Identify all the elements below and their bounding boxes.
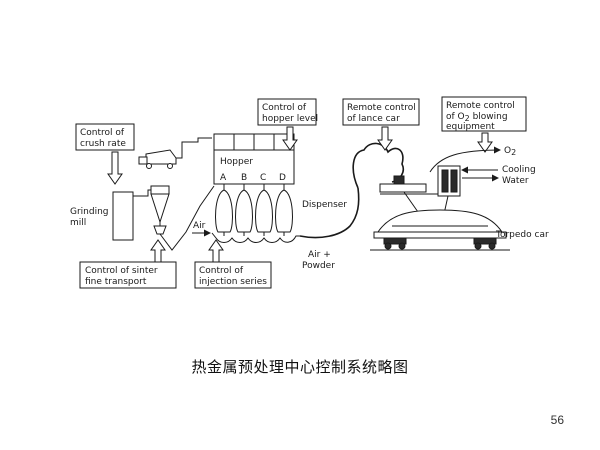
- hot-metal-pretreatment-control-diagram: Control of crush rate Grinding mill: [70, 96, 549, 289]
- remote-lance-arrow: [377, 126, 393, 151]
- remote-lance-line2: of lance car: [347, 114, 400, 124]
- o2-blowing-tower: [437, 165, 461, 197]
- transport-truck-icon: [138, 149, 177, 169]
- grinding-mill-body: [112, 191, 134, 241]
- torpedo-car: [370, 209, 510, 251]
- sinter-control-arrow: [150, 239, 166, 265]
- hopper-section-b: B: [241, 173, 247, 183]
- grinding-mill-label-line2: mill: [70, 218, 86, 228]
- cooling-water-line2: Water: [502, 176, 529, 186]
- control-injection-line1: Control of: [199, 266, 244, 276]
- powder-transport-line: [299, 187, 360, 239]
- dispenser-vessels: [215, 184, 293, 236]
- injection-control-arrow: [208, 239, 224, 263]
- lance-car-platform: [379, 175, 444, 195]
- remote-o2-blowing: blowing: [470, 112, 508, 122]
- remote-o2-line3: equipment: [446, 122, 495, 132]
- page-number: 56: [550, 413, 564, 427]
- torpedo-car-label: Torpedo car: [495, 230, 549, 240]
- hopper-top-bins: [213, 133, 295, 151]
- control-sinter-line1: Control of sinter: [85, 266, 158, 276]
- air-powder-line2: Powder: [302, 261, 335, 271]
- cyclone-separator: [150, 185, 170, 235]
- hopper-section-c: C: [260, 173, 266, 183]
- remote-o2-line2: of O2 blowing: [446, 112, 508, 123]
- cooling-water-line1: Cooling: [502, 165, 536, 175]
- control-crush-rate-box: Control of crush rate: [75, 123, 135, 151]
- control-injection-box: Control of injection series: [194, 261, 272, 289]
- control-hopper-level-box: Control of hopper level: [257, 98, 318, 126]
- truck-to-hopper-pipe: [176, 137, 212, 159]
- remote-lance-box: Remote control of lance car: [342, 98, 420, 126]
- o2-label: O2: [504, 146, 516, 157]
- hopper-level-arrow: [282, 126, 298, 151]
- o2-letter: O: [504, 146, 511, 156]
- hopper-section-a: A: [220, 173, 227, 183]
- remote-o2-subscript: 2: [465, 114, 470, 123]
- crush-rate-arrow: [107, 151, 123, 185]
- control-crush-rate-line1: Control of: [80, 128, 125, 138]
- remote-o2-of-o: of O: [446, 112, 465, 122]
- figure-caption: 热金属预处理中心控制系统略图: [191, 358, 409, 376]
- control-hopper-level-line1: Control of: [262, 103, 307, 113]
- hopper-frame: Hopper A B C D: [213, 149, 295, 185]
- air-powder-line1: Air +: [308, 250, 331, 260]
- remote-o2-box: Remote control of O2 blowing equipment: [441, 96, 527, 132]
- air-label: Air: [193, 221, 206, 231]
- cyclone-to-air-line: [159, 185, 215, 251]
- control-hopper-level-line2: hopper level: [262, 114, 318, 124]
- remote-o2-line1: Remote control: [446, 101, 515, 111]
- o2-subscript: 2: [511, 148, 516, 157]
- o2-pipe: [429, 146, 501, 173]
- hopper-section-d: D: [279, 173, 286, 183]
- remote-o2-arrow: [477, 132, 493, 153]
- remote-lance-line1: Remote control: [347, 103, 416, 113]
- air-manifold-pipe: [211, 232, 300, 243]
- grinding-mill-label-line1: Grinding: [70, 207, 109, 217]
- flexible-hose: [352, 142, 405, 189]
- control-sinter-box: Control of sinter fine transport: [79, 261, 177, 289]
- control-crush-rate-line2: crush rate: [80, 139, 126, 149]
- control-sinter-line2: fine transport: [85, 277, 147, 287]
- hopper-label: Hopper: [220, 157, 253, 167]
- dispenser-label: Dispenser: [302, 200, 347, 210]
- control-injection-line2: injection series: [199, 277, 267, 287]
